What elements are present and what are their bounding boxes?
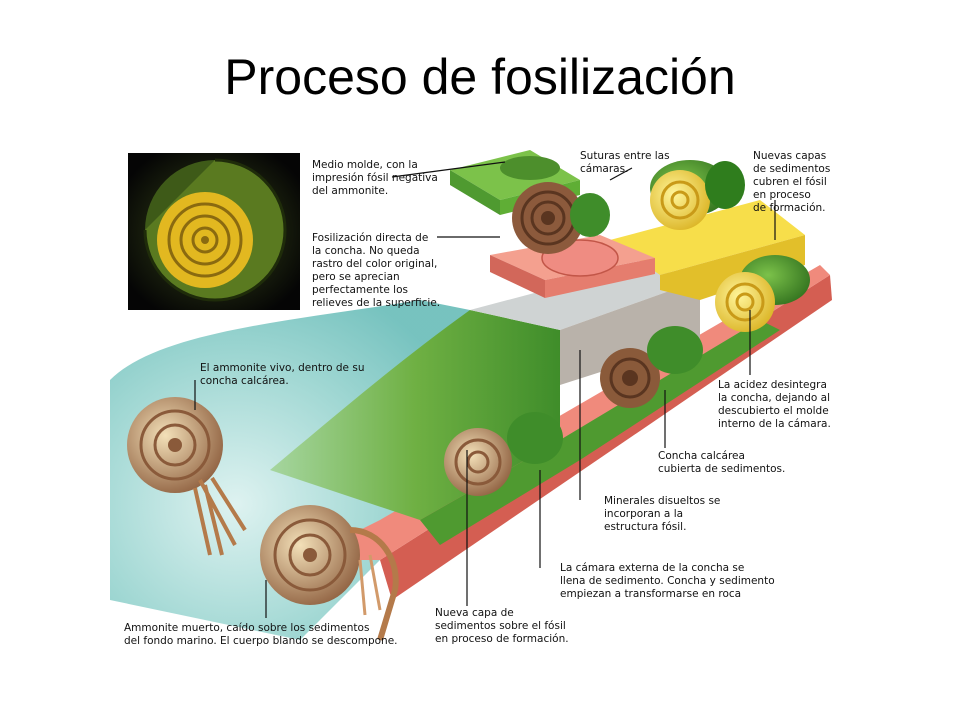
half-mold-imprint [500,156,560,180]
label-nueva-capa: Nueva capa de sedimentos sobre el fósil … [435,607,569,645]
label-suturas: Suturas entre las cámaras. [580,150,670,175]
label-fosilizacion-directa: Fosilización directa de la concha. No qu… [312,232,441,309]
brown-ammonite-fossil [512,182,610,254]
green-sediment-band [420,320,780,545]
yellow-layer-front [660,235,805,300]
ammonite-internal-mold [600,326,703,408]
label-nuevas-capas: Nuevas capas de sedimentos cubren el fós… [753,150,831,214]
pink-slab-side [545,258,655,298]
yellow-green-ammonite-mid [715,255,810,332]
dead-ammonite [260,505,399,641]
slide-title: Proceso de fosilización [224,49,736,105]
yellow-layer-top [610,200,805,275]
grey-rock-front [560,280,700,385]
ammonite-covered-sediment [444,412,563,496]
label-ammonite-muerto: Ammonite muerto, caído sobre los sedimen… [124,622,398,647]
label-acidez: La acidez desintegra la concha, dejando … [718,379,831,430]
grey-rock-top [470,265,700,330]
yellow-green-ammonite-top [650,160,745,230]
label-concha-calcarea: Concha calcárea cubierta de sedimentos. [658,450,786,475]
label-camara-externa: La cámara externa de la concha se llena … [560,562,775,600]
label-minerales: Minerales disueltos se incorporan a la e… [604,495,721,533]
pink-slab-front [490,255,545,298]
ammonite-photo [128,153,300,310]
label-ammonite-vivo: El ammonite vivo, dentro de su concha ca… [200,362,365,387]
label-medio-molde: Medio molde, con la impresión fósil nega… [312,159,438,197]
leader-lines [194,161,776,618]
half-mold-block-front [450,170,500,215]
living-ammonite [127,397,247,556]
